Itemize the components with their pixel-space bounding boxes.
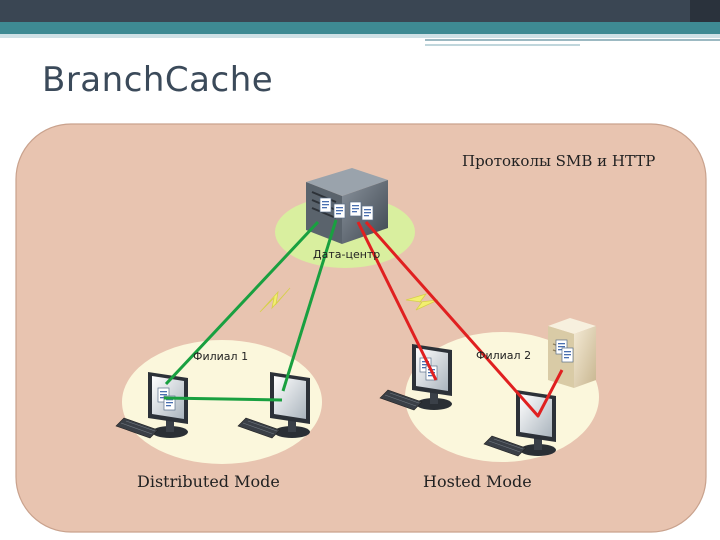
wan-link-icon (405, 293, 439, 311)
header-bar (0, 0, 720, 46)
branch1-label: Филиал 1 (193, 350, 248, 363)
datacenter-server-icon (306, 168, 388, 244)
distributed-mode-caption: Distributed Mode (137, 472, 280, 491)
datacenter-label: Дата-центр (313, 248, 380, 261)
protocols-caption: Протоколы SMB и HTTP (462, 152, 656, 170)
distributed-mode-links (163, 219, 338, 402)
hosted-mode-caption: Hosted Mode (423, 472, 532, 491)
slide-title: BranchCache (42, 60, 274, 100)
branch2-label: Филиал 2 (476, 349, 531, 362)
wan-link-icon (259, 287, 291, 313)
hosted-cache-server-icon (548, 318, 596, 388)
hosted-mode-links (356, 221, 564, 418)
